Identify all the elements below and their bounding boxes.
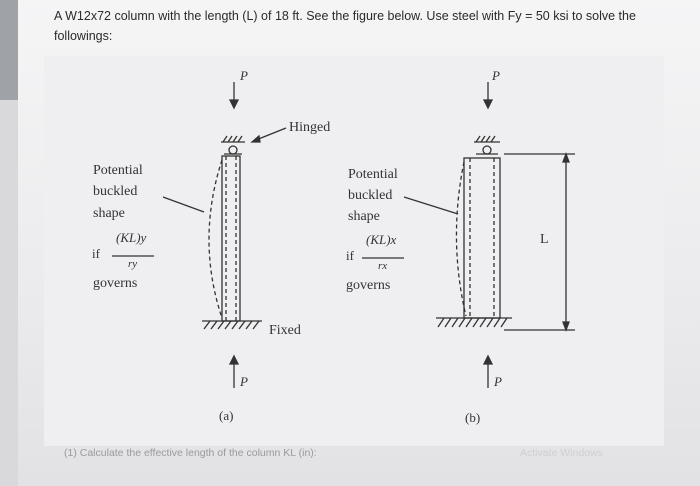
panel-b-line2: buckled — [348, 188, 393, 203]
load-label-a-top: P — [240, 68, 248, 83]
panel-b-if: if — [346, 248, 354, 263]
panel-b-line1: Potential — [348, 167, 398, 182]
hinged-label: Hinged — [289, 120, 331, 135]
panel-a-if: if — [92, 246, 100, 261]
panel-b-line3: shape — [348, 209, 380, 224]
question-text: A W12x72 column with the length (L) of 1… — [54, 9, 636, 43]
hinge-support-b — [474, 135, 500, 155]
activation-watermark: Activate Windows — [520, 447, 603, 459]
subquestion-text: (1) Calculate the effective length of th… — [64, 447, 317, 459]
panel-b-caption: (b) — [465, 410, 481, 425]
length-label: L — [540, 232, 549, 247]
load-label-b-top: P — [492, 68, 500, 83]
leader-a — [162, 196, 205, 213]
panel-a-line1: Potential — [93, 163, 143, 178]
panel-a-line3: shape — [93, 206, 125, 221]
column-a — [221, 155, 241, 322]
window-edge — [0, 0, 18, 100]
column-figure — [44, 56, 664, 446]
panel-a-line2: buckled — [93, 184, 138, 199]
panel-a-caption: (a) — [219, 408, 234, 423]
leader-b — [403, 196, 459, 215]
load-label-b-bottom: P — [494, 374, 502, 389]
panel-a-denominator: ry — [128, 258, 138, 270]
fixed-label: Fixed — [269, 323, 301, 338]
load-label-a-bottom: P — [240, 374, 248, 389]
buckled-shape-a — [208, 159, 223, 319]
hinge-support-a — [221, 135, 245, 155]
load-arrowhead-b-top — [482, 99, 494, 110]
buckled-shape-b — [455, 161, 467, 317]
panel-a-governs: governs — [93, 276, 138, 291]
load-arrowhead-a-top — [228, 99, 240, 110]
panel-b-denominator: rx — [378, 260, 388, 272]
panel-b-numerator: (KL)x — [366, 232, 397, 247]
fixed-support-b — [436, 317, 512, 328]
panel-b-governs: governs — [346, 278, 391, 293]
fixed-support-a — [202, 320, 262, 330]
hinged-leader — [255, 127, 287, 141]
panel-a-numerator: (KL)y — [116, 230, 147, 245]
